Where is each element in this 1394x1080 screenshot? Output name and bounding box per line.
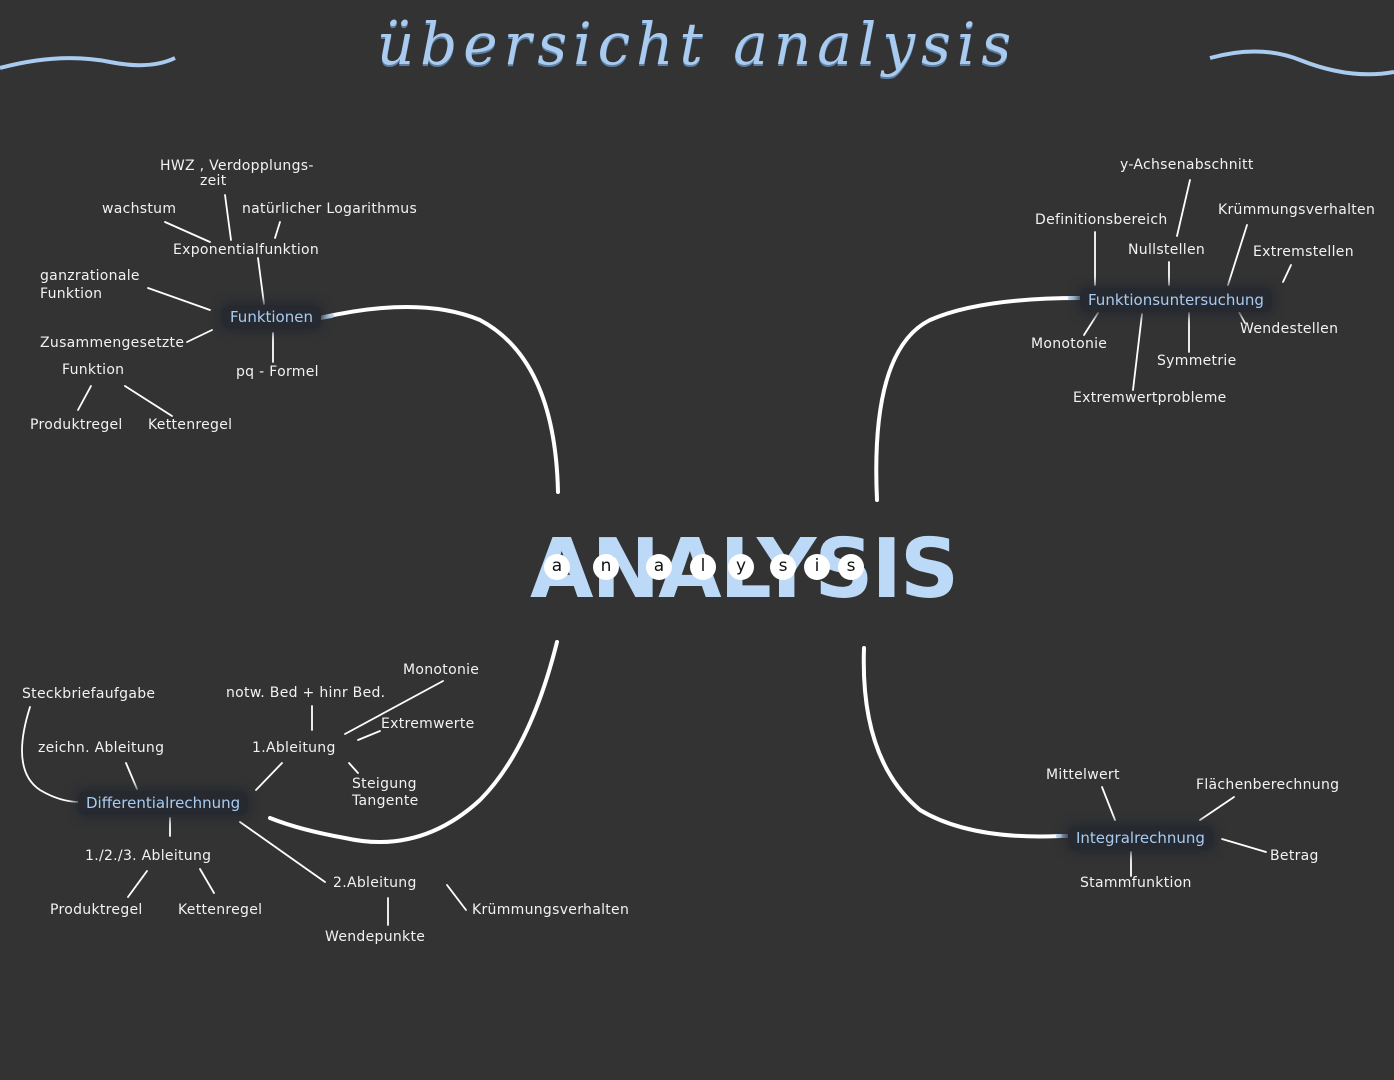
- node-wendepunkte: Wendepunkte: [325, 929, 426, 945]
- title-banner: übersicht analysis: [0, 0, 1394, 110]
- node-kettenregel: Kettenregel: [148, 417, 233, 433]
- node-kettenregel: Kettenregel: [178, 902, 263, 918]
- center-node-analysis: ANALYSIS a n a l y s i s: [530, 520, 959, 620]
- letter-dot: a: [544, 554, 570, 580]
- node-hwz: HWZ , Verdopplungs-: [160, 158, 314, 174]
- node-notw-hinr-bed: notw. Bed + hinr Bed.: [226, 685, 386, 701]
- node-pq-formel: pq - Formel: [236, 364, 319, 380]
- node-1-2-3-ableitung: 1./2./3. Ableitung: [85, 848, 212, 864]
- page-title: übersicht analysis: [376, 10, 1018, 78]
- node-kruemmungsverhalten: Krümmungsverhalten: [1218, 202, 1376, 218]
- letter-dot: a: [646, 554, 672, 580]
- node-monotonie: Monotonie: [403, 662, 480, 678]
- node-2-ableitung: 2.Ableitung: [333, 875, 417, 891]
- node-zusammengesetzte-funktion: Funktion: [62, 362, 125, 378]
- node-flaechenberechnung: Flächenberechnung: [1196, 777, 1340, 793]
- hub-funktionsuntersuchung: Funktionsuntersuchung: [1080, 288, 1272, 312]
- hub-integralrechnung: Integralrechnung: [1068, 826, 1213, 850]
- hub-differentialrechnung: Differentialrechnung: [78, 791, 249, 815]
- node-1-ableitung: 1.Ableitung: [252, 740, 336, 756]
- node-tangente: Tangente: [352, 793, 419, 809]
- node-wendestellen: Wendestellen: [1240, 321, 1339, 337]
- node-monotonie: Monotonie: [1031, 336, 1108, 352]
- node-steigung: Steigung: [352, 776, 417, 792]
- letter-dot: n: [593, 554, 619, 580]
- letter-dot: s: [770, 554, 796, 580]
- node-mittelwert: Mittelwert: [1046, 767, 1120, 783]
- letter-dot: y: [728, 554, 754, 580]
- node-zeichn-ableitung: zeichn. Ableitung: [38, 740, 165, 756]
- node-extremwertprobleme: Extremwertprobleme: [1073, 390, 1227, 406]
- letter-dot: i: [804, 554, 830, 580]
- node-wachstum: wachstum: [102, 201, 177, 217]
- node-symmetrie: Symmetrie: [1157, 353, 1237, 369]
- node-y-achsenabschnitt: y-Achsenabschnitt: [1120, 157, 1254, 173]
- node-stammfunktion: Stammfunktion: [1080, 875, 1192, 891]
- letter-dot: l: [690, 554, 716, 580]
- node-nullstellen: Nullstellen: [1128, 242, 1206, 258]
- letter-dot: s: [838, 554, 864, 580]
- hub-funktionen: Funktionen: [222, 305, 321, 329]
- node-produktregel: Produktregel: [50, 902, 143, 918]
- node-natuerlicher-logarithmus: natürlicher Logarithmus: [242, 201, 418, 217]
- node-betrag: Betrag: [1270, 848, 1319, 864]
- node-ganzrationale: ganzrationale: [40, 268, 140, 284]
- node-exponentialfunktion: Exponentialfunktion: [173, 242, 320, 258]
- node-kruemmungsverhalten: Krümmungsverhalten: [472, 902, 630, 918]
- node-hwz-zeit: zeit: [200, 173, 227, 189]
- node-extremstellen: Extremstellen: [1253, 244, 1354, 260]
- node-extremwerte: Extremwerte: [381, 716, 475, 732]
- node-zusammengesetzte: Zusammengesetzte: [40, 335, 185, 351]
- node-produktregel: Produktregel: [30, 417, 123, 433]
- title-swirl-decoration: [0, 49, 1394, 77]
- node-steckbriefaufgabe: Steckbriefaufgabe: [22, 686, 156, 702]
- letter-dots: a n a l y s i s: [540, 554, 875, 584]
- node-ganzrationale-funktion: Funktion: [40, 286, 103, 302]
- node-definitionsbereich: Definitionsbereich: [1035, 212, 1168, 228]
